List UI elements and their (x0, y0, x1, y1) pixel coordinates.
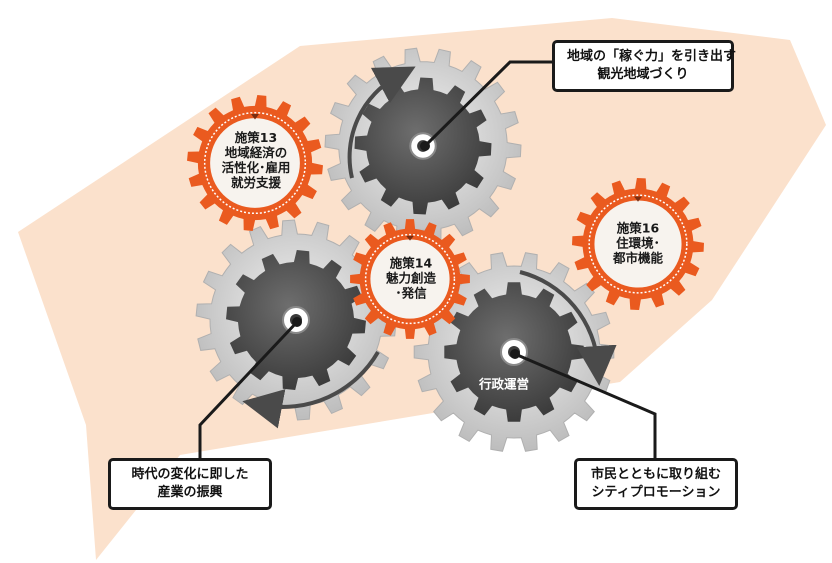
policy13-line2: 地域経済の (224, 145, 288, 160)
policy14-line3: ･発信 (395, 285, 427, 301)
callout-promotion-line1: 市民とともに取り組む (590, 467, 721, 482)
callout-promotion-line2: シティプロモーション (591, 485, 721, 500)
leader-dot-bottom-right (510, 349, 520, 359)
gear-label-policy13: 施策13 地域経済の 活性化･雇用 就労支援 (222, 130, 291, 190)
gear-policy13-dashed-ring (203, 111, 307, 215)
gear-label-policy16: 施策16 住環境･ 都市機能 (613, 221, 663, 266)
leader-line-bottom-right (514, 352, 657, 462)
leader-line-bottom-left (198, 320, 299, 462)
gear-policy14-dashed-ring (364, 233, 456, 325)
callout-tourism-line1: 地域の「稼ぐ力」を引き出す (567, 49, 737, 64)
gear-policy14-marker-icon (406, 235, 414, 241)
policy14-line2: 魅力創造 (385, 270, 437, 286)
gear-policy16-face (594, 200, 682, 288)
gear-policy16-dashed-ring (588, 194, 688, 294)
gear-label-administration: 行政運営 (478, 376, 530, 392)
gear-policy14-face (370, 239, 450, 319)
policy13-title: 施策13 (234, 130, 278, 145)
leader-dot-bottom-left (292, 317, 302, 327)
callout-tourism-line2: 観光地域づくり (597, 67, 689, 82)
callout-promotion: 市民とともに取り組む シティプロモーション (574, 458, 738, 510)
leader-dot-top (420, 141, 430, 151)
callout-industry-line1: 時代の変化に即した (131, 467, 249, 482)
policy16-line2: 住環境･ (616, 235, 660, 251)
callout-industry: 時代の変化に即した 産業の振興 (108, 458, 272, 510)
policy14-title: 施策14 (389, 255, 433, 271)
policy16-line3: 都市機能 (612, 250, 664, 266)
rotation-arrow-right (519, 270, 617, 386)
callout-tourism: 地域の「稼ぐ力」を引き出す 観光地域づくり (552, 40, 737, 92)
leader-line-top (423, 60, 566, 148)
rotation-arrow-bottom-left (242, 350, 380, 429)
gear-label-policy14: 施策14 魅力創造 ･発信 (386, 256, 436, 301)
policy13-line4: 就労支援 (230, 175, 282, 190)
policy13-line3: 活性化･雇用 (221, 160, 291, 175)
rotation-arrow-top (347, 66, 416, 179)
gear-policy13-face (210, 118, 300, 208)
gear-policy13-marker-icon (251, 114, 259, 120)
policy16-title: 施策16 (616, 220, 660, 236)
callout-industry-line2: 産業の振興 (157, 485, 223, 500)
gear-policy16-marker-icon (634, 196, 642, 202)
